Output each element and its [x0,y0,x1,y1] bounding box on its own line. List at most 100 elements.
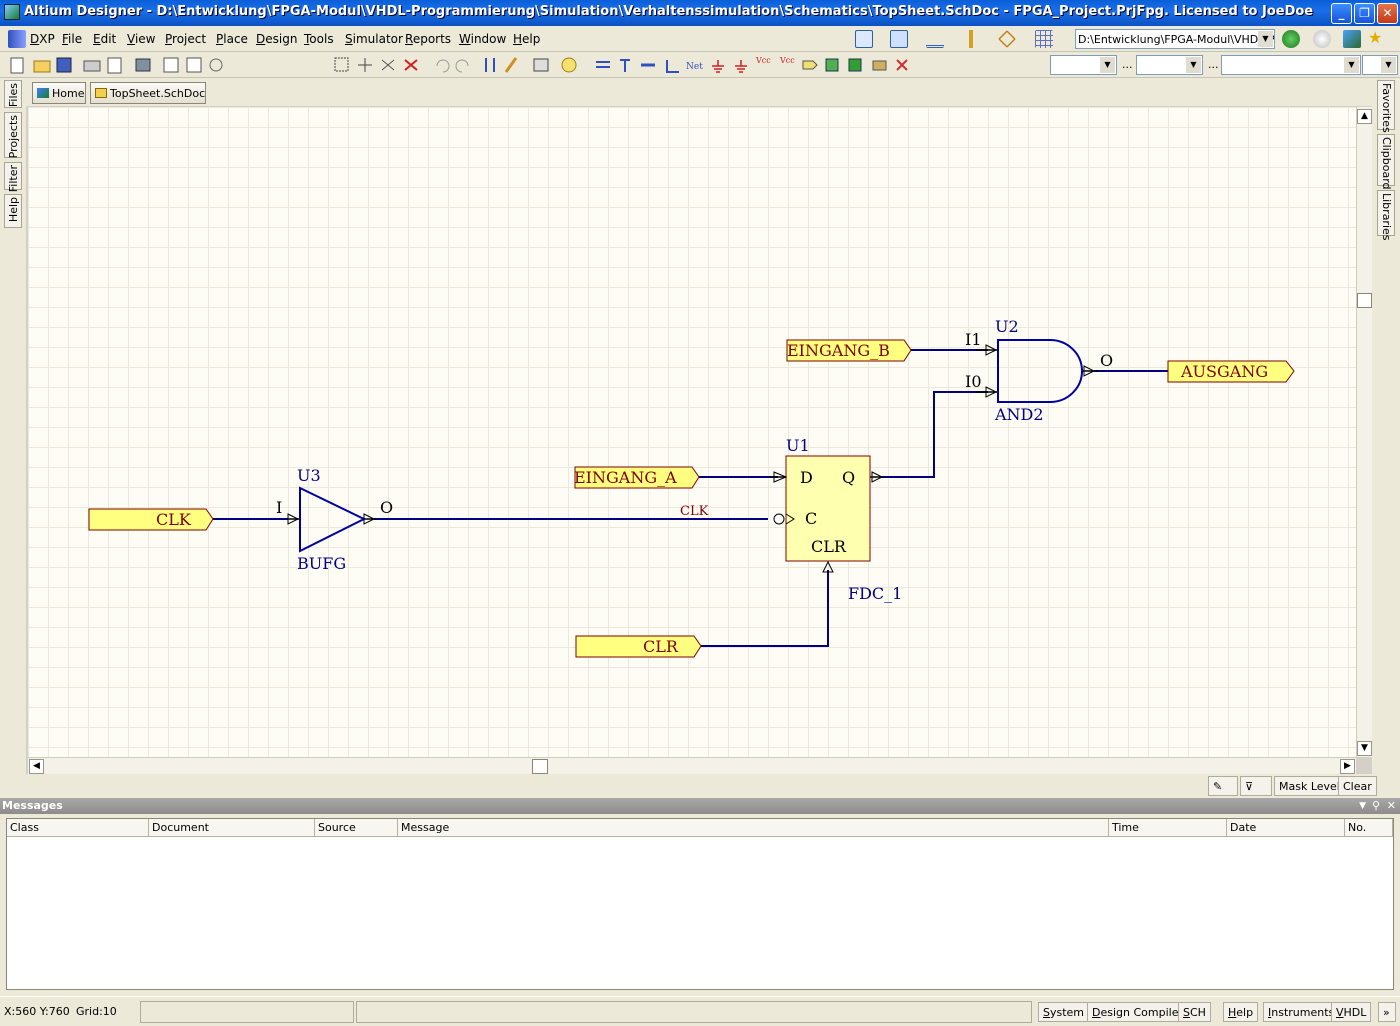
place-line-icon[interactable] [666,60,679,73]
help-icon[interactable] [561,57,577,73]
tab-home[interactable]: Home [32,82,86,104]
back-icon[interactable] [1282,30,1300,48]
clear-button[interactable]: Clear [1338,776,1377,796]
scroll-left-icon[interactable]: ◀ [29,759,44,774]
panel-menu-icon[interactable]: ▼ [1359,801,1366,811]
menu-place[interactable]: Place [216,32,248,46]
filter-combo-4[interactable]: ▼ [1362,55,1398,75]
filter-combo-3[interactable]: ▼ [1221,55,1361,75]
close-button[interactable]: ✕ [1377,3,1398,24]
tab-projects[interactable]: Projects [4,112,22,158]
close-panel-icon[interactable]: ✕ [1386,799,1396,812]
minimize-button[interactable]: _ [1331,3,1352,24]
print-icon[interactable] [83,60,101,72]
panel-button-system[interactable]: System [1038,1002,1090,1022]
panel-button-instruments[interactable]: Instruments [1263,1002,1340,1022]
column-source[interactable]: Source [315,819,398,837]
mask-level-button[interactable]: Mask Level [1274,776,1345,796]
vcc-power-icon[interactable]: Vcc [779,56,795,65]
menu-view[interactable]: View [127,32,156,46]
net-label-tool-icon[interactable]: Net [686,62,703,72]
menu-tools[interactable]: Tools [304,32,334,46]
maximize-button[interactable]: ❐ [1354,3,1375,24]
filter-combo-1[interactable]: ▼ [1050,55,1117,75]
column-document[interactable]: Document [149,819,315,837]
scroll-right-icon[interactable]: ▶ [1340,759,1355,774]
place-bus-icon[interactable] [620,59,630,72]
panel-button-design-compiler[interactable]: Design Compiler [1087,1002,1189,1022]
open-folder-icon[interactable] [33,60,51,73]
wire-clr[interactable] [700,570,829,647]
port-tool-icon[interactable] [998,30,1016,48]
port-eingang-b[interactable]: EINGANG_B [786,339,912,362]
tab-files[interactable]: Files [4,80,22,108]
messages-table[interactable]: Class Document Source Message Time Date … [6,818,1394,990]
gnd-power-icon[interactable] [735,60,747,73]
place-wire-icon[interactable] [596,61,610,68]
tab-filter[interactable]: Filter [4,162,22,192]
menu-window[interactable]: Window [459,32,507,46]
schematic-drawing[interactable]: CLK EINGANG_A EINGANG_B CLR AUSGANG [28,107,1356,757]
zoom-fit-icon[interactable] [163,57,179,73]
tab-help[interactable]: Help [4,194,22,228]
panel-button-help[interactable]: Help [1223,1002,1259,1022]
place-sheet-symbol-icon[interactable] [848,58,862,72]
column-message[interactable]: Message [398,819,1109,837]
menu-file[interactable]: File [62,32,83,46]
grid-tool-icon[interactable] [1035,30,1053,48]
port-ausgang[interactable]: AUSGANG [1167,360,1295,383]
menu-simulator[interactable]: Simulator [345,32,403,46]
pin-tool-icon[interactable] [962,30,980,48]
new-document-icon[interactable] [10,57,24,74]
port-clr[interactable]: CLR [575,635,702,658]
horizontal-scroll-thumb[interactable] [532,759,548,774]
undo-icon[interactable] [436,59,450,73]
tab-clipboard[interactable]: Clipboard [1377,134,1395,190]
move-icon[interactable] [358,58,372,72]
document-path-combo[interactable]: D:\Entwicklung\FPGA-Modul\VHDL-Proj ▼ [1075,29,1275,49]
place-component-icon[interactable] [825,58,839,72]
zoom-selected-icon[interactable] [209,58,223,72]
save-icon[interactable] [56,57,72,73]
buffer-u3[interactable]: U3 BUFG I O [276,466,393,573]
favorites-star-icon[interactable]: ★ [1368,28,1383,47]
gnd-port-icon[interactable] [712,60,724,73]
flipflop-u1[interactable]: U1 FDC_1 D Q C CLR [773,436,902,603]
more-panels-icon[interactable]: » [1378,1002,1396,1022]
home-nav-icon[interactable] [1343,30,1361,48]
menu-design[interactable]: Design [256,32,298,46]
select-area-icon[interactable] [334,57,349,72]
port-clk[interactable]: CLK [88,508,214,531]
vertical-scrollbar[interactable]: ▲ ▼ [1356,107,1372,757]
tab-favorites[interactable]: Favorites [1377,80,1395,133]
hierarchy-icon[interactable] [485,58,495,72]
redo-icon[interactable] [455,59,469,73]
pin-icon[interactable]: ⚲ [1371,799,1380,812]
filter-combo-2[interactable]: ▼ [1136,55,1203,75]
deselect-icon[interactable] [404,59,418,71]
wire-q-to-and[interactable] [880,391,988,478]
menu-edit[interactable]: Edit [93,32,117,46]
scroll-up-icon[interactable]: ▲ [1357,109,1372,124]
eraser-icon[interactable]: ✎ [1208,776,1238,796]
and-gate-u2[interactable]: U2 AND2 I1 I0 O [965,317,1113,424]
layers-icon[interactable] [135,58,151,72]
cross-select-icon[interactable] [381,59,395,71]
column-class[interactable]: Class [7,819,149,837]
port-eingang-a[interactable]: EINGANG_A [574,466,700,489]
net-label-clk[interactable]: CLK [680,504,709,519]
horizontal-scrollbar[interactable]: ◀ ▶ [28,757,1356,774]
filter-icon[interactable]: ⊽ [1240,776,1272,796]
menu-reports[interactable]: Reports [405,32,452,46]
chart-tool-icon[interactable] [855,30,873,48]
column-date[interactable]: Date [1227,819,1345,837]
menu-dxp[interactable]: DXP [30,32,55,46]
bus-tool-icon[interactable] [890,30,908,48]
panel-button-sch[interactable]: SCH [1178,1002,1211,1022]
vcc-port-icon[interactable]: Vcc [755,56,771,65]
tab-topsheet[interactable]: TopSheet.SchDoc [90,82,206,104]
zoom-area-icon[interactable] [186,57,202,73]
vertical-scroll-thumb[interactable] [1357,293,1372,308]
tab-libraries[interactable]: Libraries [1377,190,1395,241]
place-port-icon[interactable] [802,60,818,70]
